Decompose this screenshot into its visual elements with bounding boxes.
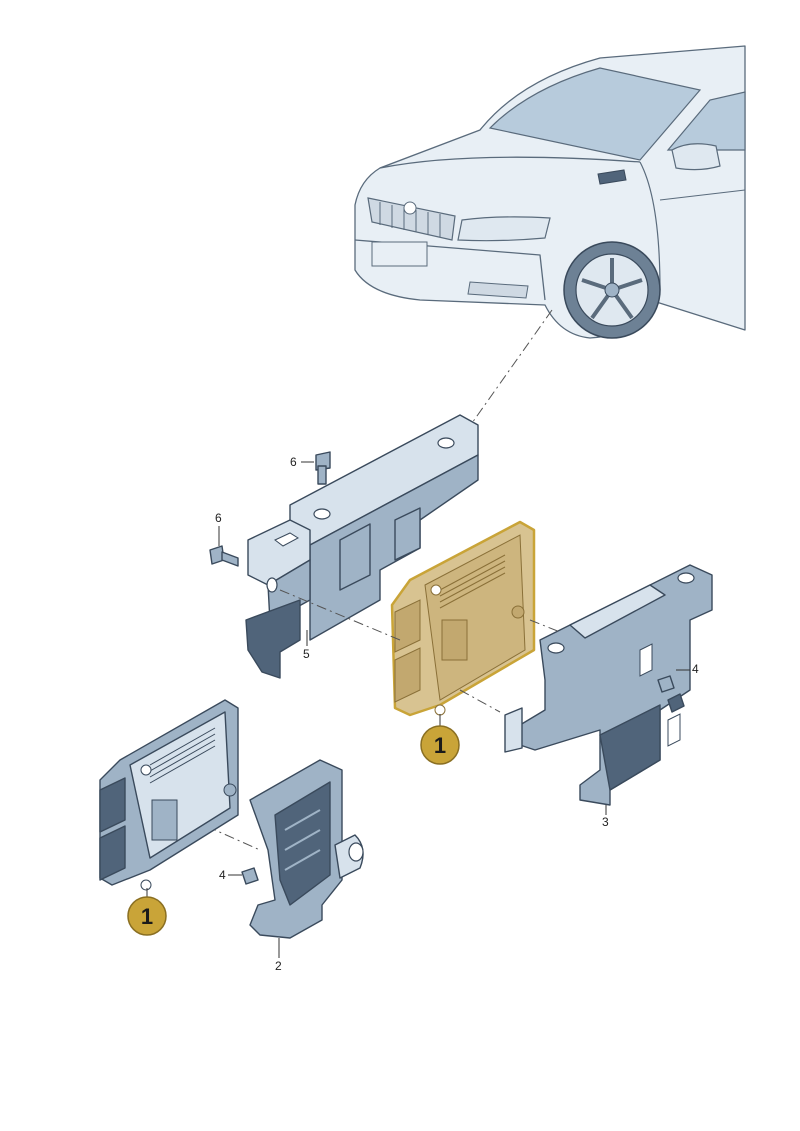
bracket-2 [249, 759, 364, 939]
callout-1-highlighted[interactable]: 1 [420, 725, 460, 765]
callout-1-highlighted-label: 1 [434, 733, 446, 758]
car-illustration [354, 45, 746, 339]
part-labels: 6 6 5 4 3 4 2 [215, 455, 699, 973]
ecu-highlighted-part[interactable] [390, 520, 536, 717]
assembly-axis-line-2 [459, 689, 501, 713]
nut-4-left [241, 867, 259, 885]
location-leader-line [459, 309, 553, 441]
label-bolt-6-top: 6 [290, 455, 297, 469]
label-bracket-2: 2 [275, 959, 282, 973]
label-nut-4-right: 4 [692, 662, 699, 676]
bracket-3 [504, 564, 713, 806]
label-bracket-3: 3 [602, 815, 609, 829]
assembly-axis-line-1 [279, 589, 401, 641]
callout-1-alt-label: 1 [141, 904, 153, 929]
nut-4-right [657, 675, 685, 713]
label-bracket-5: 5 [303, 647, 310, 661]
label-nut-4-left: 4 [219, 868, 226, 882]
label-bolt-6-side: 6 [215, 511, 222, 525]
ecu-alt-part[interactable] [99, 699, 239, 891]
callout-1-alt[interactable]: 1 [127, 896, 167, 936]
bracket-5 [245, 414, 479, 679]
bolt-6-side [209, 545, 239, 567]
bolt-6-top [315, 451, 331, 485]
assembly-axis-line-3 [529, 619, 561, 633]
